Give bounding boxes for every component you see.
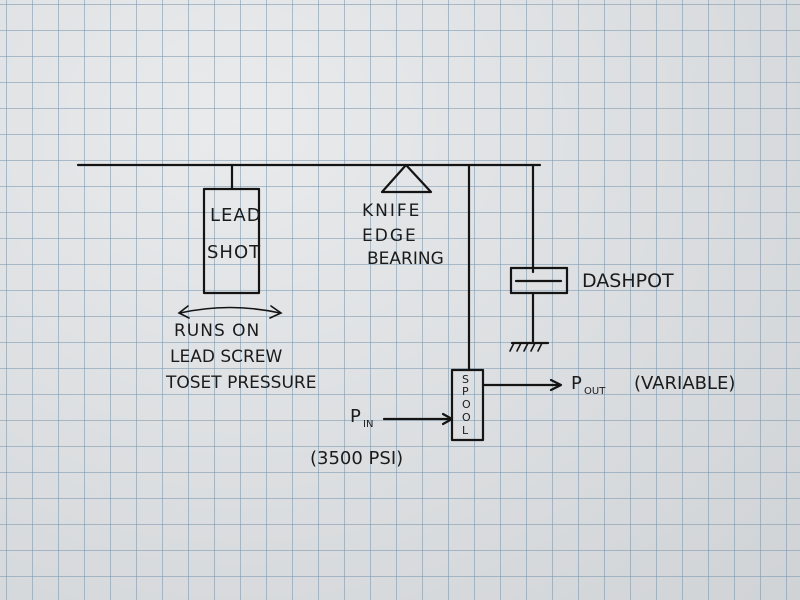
- p-in-arrow: [382, 412, 454, 426]
- dashpot-symbol: [509, 266, 569, 345]
- p-in-subscript: IN: [363, 419, 374, 430]
- spool-letter: L: [462, 424, 470, 437]
- bearing-label-line1: KNIFE: [362, 201, 422, 221]
- p-out-arrow: [481, 378, 563, 392]
- spool-valve-body: [450, 368, 485, 442]
- bearing-label-line2: EDGE: [362, 226, 418, 246]
- lead-screw-note-line1: RUNS ON: [174, 321, 261, 341]
- spool-letter: S: [462, 373, 470, 386]
- lead-shot-label-line1: LEAD: [210, 205, 262, 226]
- p-out-variable-note: (VARIABLE): [634, 373, 736, 394]
- p-in-pressure-note: (3500 PSI): [310, 448, 404, 469]
- lead-screw-note-line3: TOSET PRESSURE: [166, 373, 317, 393]
- spool-letter: P: [462, 385, 470, 398]
- ground-symbol: [509, 341, 550, 352]
- p-out-subscript: OUT: [584, 386, 606, 397]
- lead-shot-box: [202, 187, 261, 295]
- spool-letter: O: [462, 411, 472, 424]
- travel-arrow: [177, 305, 283, 319]
- bearing-label-line3: BEARING: [367, 249, 444, 269]
- dashpot-label: DASHPOT: [582, 270, 674, 292]
- lead-screw-note-line2: LEAD SCREW: [170, 347, 283, 367]
- lead-shot-label-line2: SHOT: [207, 242, 262, 263]
- spool-letter: O: [462, 398, 472, 411]
- p-out-symbol: P: [571, 373, 583, 394]
- knife-edge-triangle: [380, 163, 433, 194]
- p-in-symbol: P: [350, 406, 362, 427]
